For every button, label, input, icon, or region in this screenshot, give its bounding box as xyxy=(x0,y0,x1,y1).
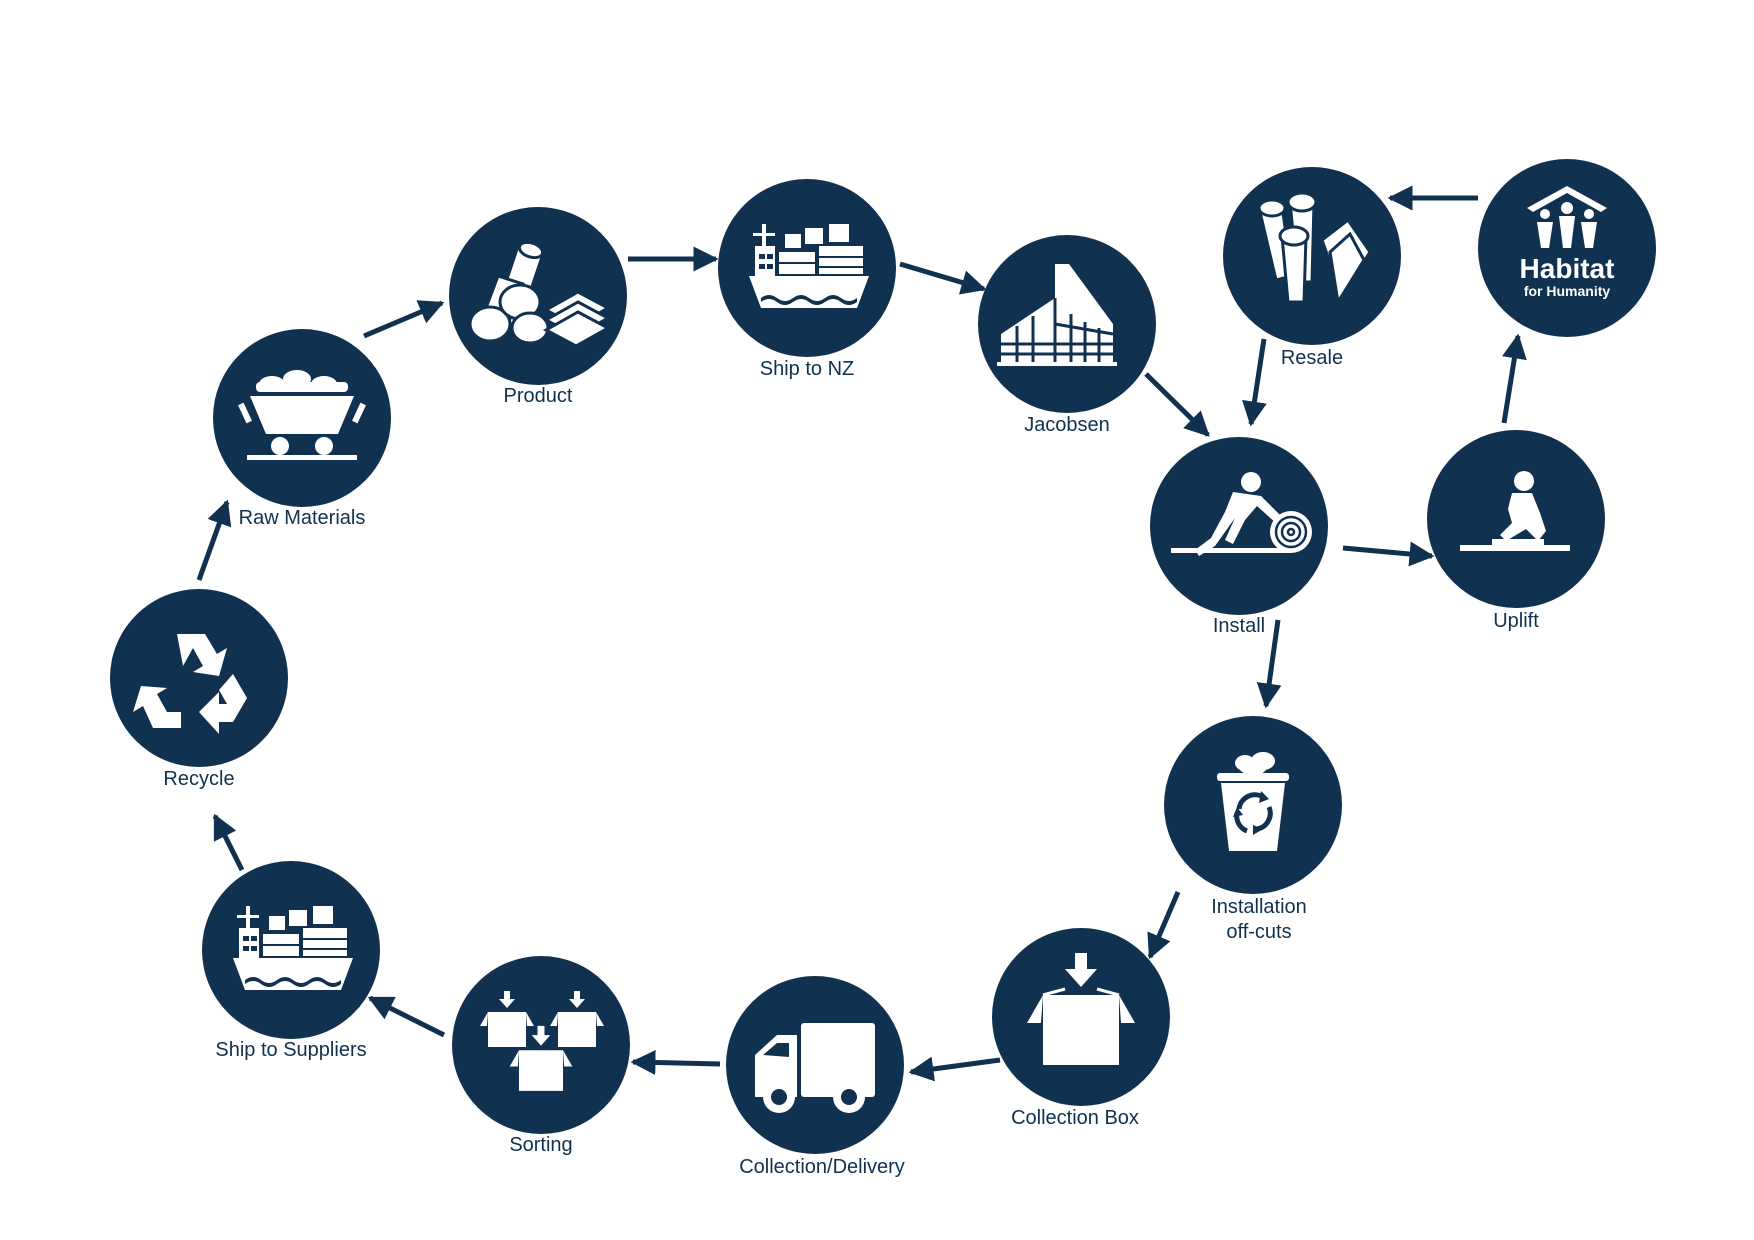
node-resale xyxy=(1223,167,1401,345)
label-product: Product xyxy=(503,385,573,407)
node-jacobsen xyxy=(978,235,1156,413)
node-uplift xyxy=(1427,430,1605,608)
nodes: Habitat for Humanity xyxy=(110,159,1656,1154)
box-down-arrow-icon xyxy=(1027,953,1135,1065)
label-jacobsen: Jacobsen xyxy=(1024,414,1110,436)
label-ship-to-suppliers: Ship to Suppliers xyxy=(215,1039,367,1061)
recycle-bin-icon xyxy=(1217,752,1289,851)
label-resale: Resale xyxy=(1280,347,1344,369)
arrow-installation-off-cuts-to-collection-box xyxy=(1147,891,1181,960)
arrow-sorting-to-ship-to-suppliers xyxy=(367,995,446,1038)
node-installation-off-cuts xyxy=(1164,716,1342,894)
arrow-resale-to-install xyxy=(1242,338,1267,427)
arrow-collection-delivery-to-sorting xyxy=(630,1050,721,1076)
node-install xyxy=(1150,437,1328,615)
node-product xyxy=(449,207,627,385)
delivery-van-icon xyxy=(755,1023,875,1113)
boxes-sorting-icon xyxy=(480,991,604,1091)
arrow-install-to-installation-off-cuts xyxy=(1256,619,1282,709)
node-circle-recycle xyxy=(110,589,288,767)
node-ship-to-suppliers xyxy=(202,861,380,1039)
arrow-recycle-to-raw-materials xyxy=(196,499,232,581)
mine-cart-icon xyxy=(238,370,366,460)
node-sorting xyxy=(452,956,630,1134)
arrow-jacobsen-to-install xyxy=(1144,372,1210,437)
label-collection-delivery: Collection/Delivery xyxy=(739,1156,905,1178)
arrow-ship-to-nz-to-jacobsen xyxy=(899,261,987,295)
label-sorting: Sorting xyxy=(509,1134,573,1156)
person-kneeling-icon xyxy=(1460,471,1570,551)
habitat-for-humanity-logo: Habitat for Humanity xyxy=(1520,186,1615,299)
node-recycle xyxy=(110,589,288,767)
cargo-ship-icon xyxy=(749,224,869,308)
node-raw-materials xyxy=(213,329,391,507)
arrow-uplift-to-habitat xyxy=(1501,333,1527,424)
label-recycle: Recycle xyxy=(163,768,235,790)
node-collection-box xyxy=(992,928,1170,1106)
label-ship-to-nz: Ship to NZ xyxy=(759,358,855,380)
rolls-and-sheets-icon xyxy=(468,240,612,348)
node-ship-to-nz xyxy=(718,179,896,357)
edges xyxy=(196,185,1527,1082)
recycle-symbol-icon xyxy=(133,634,247,734)
arrow-raw-materials-to-product xyxy=(363,300,445,339)
node-habitat: Habitat for Humanity xyxy=(1478,159,1656,337)
label-collection-box: Collection Box xyxy=(1011,1107,1139,1129)
node-collection-delivery xyxy=(726,976,904,1154)
person-rolling-carpet-icon xyxy=(1171,472,1312,556)
arrow-ship-to-suppliers-to-recycle xyxy=(212,813,245,872)
logo-text-for-humanity: for Humanity xyxy=(1524,283,1611,299)
logo-text-habitat: Habitat xyxy=(1520,253,1615,284)
arrow-collection-box-to-collection-delivery xyxy=(908,1056,1001,1082)
warehouse-icon xyxy=(997,264,1117,366)
cargo-ship-icon xyxy=(233,906,353,990)
label-install: Install xyxy=(1212,615,1266,637)
label-raw-materials: Raw Materials xyxy=(238,507,366,529)
arrow-install-to-uplift xyxy=(1342,541,1435,567)
label-installation-off-cuts: Installation off-cuts xyxy=(1211,896,1307,943)
label-uplift: Uplift xyxy=(1493,610,1539,632)
rolls-and-tiles-icon xyxy=(1257,191,1372,307)
